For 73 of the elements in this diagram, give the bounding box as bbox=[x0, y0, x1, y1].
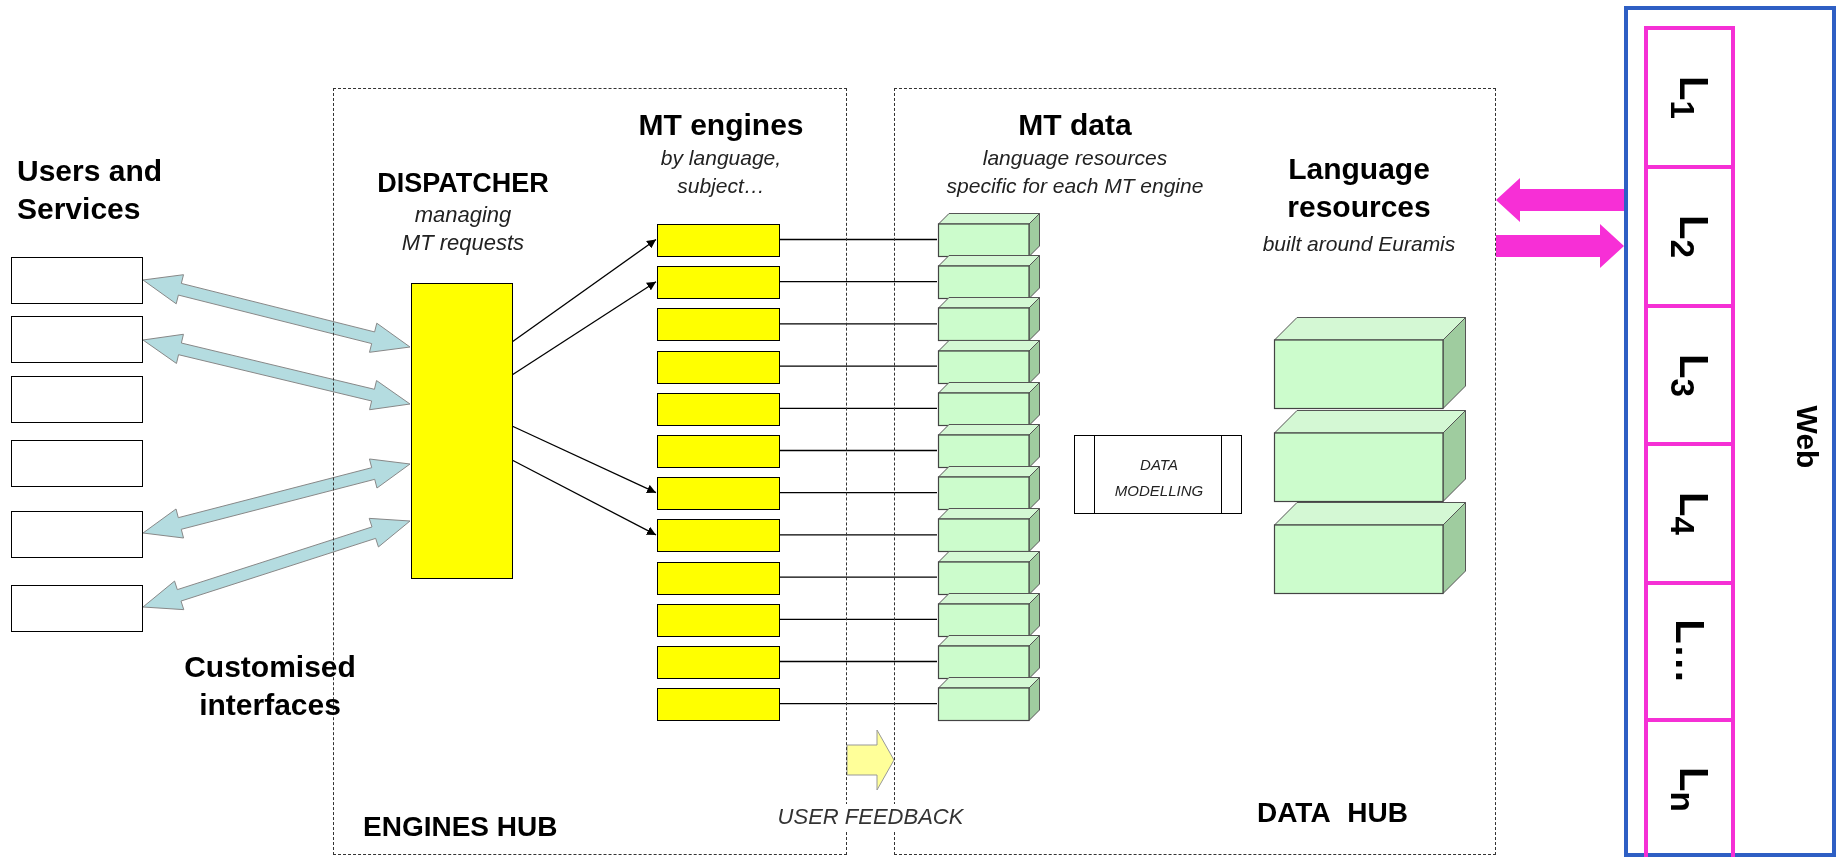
arrow bbox=[511, 281, 657, 376]
connector-line bbox=[778, 238, 938, 241]
engine-bar bbox=[657, 266, 780, 300]
double-arrow bbox=[142, 458, 411, 539]
section-subheading: built around Euramis bbox=[1261, 231, 1457, 257]
block-arrow bbox=[1496, 178, 1624, 222]
engine-bar bbox=[657, 477, 780, 511]
data-block bbox=[938, 255, 1040, 300]
data-block bbox=[1274, 502, 1466, 594]
engine-bar bbox=[657, 646, 780, 679]
data-block bbox=[938, 592, 1040, 637]
connector-line bbox=[778, 703, 938, 705]
section-subheading: by language, subject… bbox=[659, 145, 783, 199]
connector-line bbox=[778, 323, 938, 325]
interface-box bbox=[11, 376, 143, 423]
box-subheading: managing MT requests bbox=[400, 201, 526, 257]
data-block bbox=[938, 339, 1040, 384]
section-heading: MT data bbox=[1017, 107, 1133, 143]
connector-line bbox=[778, 407, 938, 409]
section-heading: MT engines bbox=[637, 107, 805, 143]
double-arrow bbox=[142, 333, 411, 411]
connector-line bbox=[778, 576, 938, 578]
data-block bbox=[1274, 410, 1466, 502]
connector-line bbox=[778, 618, 938, 620]
engine-bar bbox=[657, 561, 780, 595]
engine-bar bbox=[657, 308, 780, 342]
engine-bar bbox=[657, 688, 780, 722]
connector-line bbox=[778, 449, 938, 452]
process-box bbox=[1074, 435, 1242, 514]
data-block bbox=[938, 550, 1040, 595]
section-subheading: language resources specific for each MT engine bbox=[945, 145, 1205, 199]
data-block bbox=[938, 424, 1040, 468]
data-block bbox=[1274, 317, 1466, 409]
double-arrow bbox=[142, 517, 411, 611]
connector-line bbox=[778, 365, 938, 367]
arrow bbox=[511, 238, 657, 343]
connector-line bbox=[778, 660, 938, 663]
data-block bbox=[938, 508, 1040, 553]
arrow bbox=[511, 459, 657, 536]
data-block bbox=[938, 297, 1040, 342]
engine-bar bbox=[657, 350, 780, 384]
data-block bbox=[938, 213, 1040, 257]
double-arrow bbox=[142, 274, 411, 353]
section-heading: Users and Services bbox=[17, 153, 164, 227]
hub-title: ENGINES HUB bbox=[363, 811, 559, 843]
interface-box bbox=[11, 585, 143, 632]
block-arrow bbox=[846, 729, 895, 791]
interface-box bbox=[11, 511, 143, 558]
engine-bar bbox=[657, 603, 780, 637]
box-heading: DISPATCHER bbox=[376, 168, 550, 199]
hub-title: DATA HUB bbox=[1257, 797, 1409, 829]
connector-line bbox=[778, 281, 938, 283]
box-label: DATA MODELLING bbox=[1113, 455, 1205, 501]
data-block bbox=[938, 635, 1040, 679]
cell-label: L… bbox=[1667, 619, 1712, 684]
connector-line bbox=[778, 534, 938, 536]
section-heading: Customised interfaces bbox=[183, 649, 357, 723]
engine-bar bbox=[657, 224, 780, 257]
web-panel bbox=[1624, 6, 1836, 857]
interface-box bbox=[11, 440, 143, 487]
interface-box bbox=[11, 316, 143, 363]
section-heading: Language resources bbox=[1286, 151, 1432, 225]
data-block bbox=[938, 677, 1040, 722]
engine-bar bbox=[657, 435, 780, 468]
interface-box bbox=[11, 257, 143, 304]
panel-title: Web bbox=[1790, 405, 1825, 469]
engine-bar bbox=[657, 519, 780, 553]
data-block bbox=[938, 466, 1040, 511]
block-arrow bbox=[1496, 224, 1624, 268]
data-block bbox=[938, 381, 1040, 426]
connector-line bbox=[778, 492, 938, 494]
engine-bar bbox=[657, 392, 780, 426]
arrow bbox=[511, 425, 657, 494]
